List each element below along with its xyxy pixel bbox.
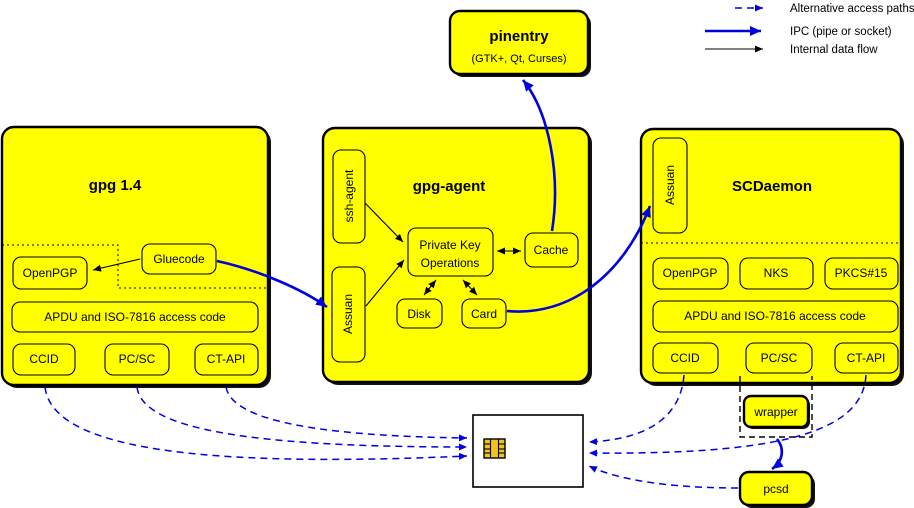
scdaemon-ccid-rect — [652, 342, 719, 374]
gpg-agent-title: gpg-agent — [413, 178, 486, 195]
ipc-connections — [216, 79, 784, 471]
gpg14-box: gpg 1.4 OpenPGP Gluecode APDU and ISO-78… — [0, 125, 271, 388]
wrapper-label: wrapper — [753, 405, 797, 419]
alt-scdaemon-ctapi-to-card — [588, 374, 867, 457]
gpg14-openpgp-rect — [12, 256, 88, 290]
gpg-agent-private-key-rect — [407, 227, 494, 277]
gpg14-ctapi-rect — [194, 343, 259, 376]
gpg-agent-disk-label: Disk — [407, 307, 431, 321]
alt-pcsd-to-card — [588, 465, 739, 489]
gpg-agent-private-key-line1: Private Key — [419, 238, 480, 252]
ipc-cache-to-pinentry — [521, 79, 557, 232]
gpg-agent-cache-label: Cache — [534, 243, 569, 257]
scdaemon-pcsc-rect — [745, 342, 813, 374]
smartcard — [472, 414, 584, 488]
pinentry-rect — [448, 9, 590, 76]
wrapper-box: wrapper — [739, 376, 813, 438]
gpg-agent-sshagent-label: ssh-agent — [342, 169, 356, 222]
gpg14-apdu-rect — [11, 301, 259, 333]
scdaemon-pkcs15-label: PKCS#15 — [835, 266, 888, 280]
scdaemon-apdu-label: APDU and ISO-7816 access code — [684, 309, 866, 323]
ipc-card-to-scdaemon-assuan — [506, 205, 652, 313]
scdaemon-assuan-rect — [652, 137, 688, 234]
gpg14-ccid-rect — [12, 343, 76, 376]
gpg-agent-box: gpg-agent ssh-agent Assuan Private Key O… — [321, 126, 592, 385]
pinentry-title: pinentry — [489, 28, 549, 45]
legend: Alternative access paths IPC (pipe or so… — [705, 3, 914, 56]
scdaemon-ctapi-label: CT-API — [847, 351, 886, 365]
alt-scdaemon-ccid-to-card — [588, 374, 685, 446]
gpg14-ccid-label: CCID — [29, 352, 59, 366]
arrow-sshagent-to-privatekey — [364, 202, 404, 243]
pinentry-box: pinentry (GTK+, Qt, Curses) — [448, 9, 591, 77]
gpg-agent-assuan-rect — [331, 266, 366, 363]
gpg14-gluecode-label: Gluecode — [153, 252, 205, 266]
gpg-agent-private-key-line2: Operations — [421, 256, 480, 270]
alt-gpg14-pcsc-to-card — [136, 386, 468, 451]
arrow-assuan-to-privatekey — [365, 259, 405, 307]
ipc-gluecode-to-agent-assuan — [216, 259, 328, 309]
pinentry-subtitle: (GTK+, Qt, Curses) — [471, 53, 566, 65]
scdaemon-openpgp-rect — [652, 257, 729, 290]
legend-alt-paths-label: Alternative access paths — [790, 3, 914, 15]
gpg14-pcsc-label: PC/SC — [119, 352, 156, 366]
alt-gpg14-ccid-to-card — [44, 386, 468, 461]
scdaemon-nks-label: NKS — [764, 266, 789, 280]
gpg14-openpgp-label: OpenPGP — [23, 266, 78, 280]
arrow-gluecode-to-openpgp — [92, 258, 141, 272]
gpg-agent-assuan-label: Assuan — [341, 294, 355, 334]
scdaemon-openpgp-label: OpenPGP — [663, 266, 718, 280]
pcsd-box: pcsd — [738, 470, 815, 508]
scdaemon-assuan-label: Assuan — [663, 165, 677, 205]
gpg14-apdu-label: APDU and ISO-7816 access code — [44, 310, 226, 324]
arrow-privatekey-card — [462, 279, 478, 296]
gpg-agent-cache-rect — [524, 232, 579, 268]
scdaemon-title: SCDaemon — [732, 178, 812, 195]
alt-gpg14-ctapi-to-card — [225, 386, 468, 442]
wrapper-dashed-outline — [739, 376, 813, 438]
wrapper-rect — [742, 394, 810, 429]
gpg-agent-card-label: Card — [471, 307, 497, 321]
alternative-access-paths — [44, 374, 867, 489]
ipc-wrapper-to-pcsd — [771, 438, 784, 471]
gpg14-ctapi-label: CT-API — [207, 352, 246, 366]
pcsd-label: pcsd — [763, 482, 788, 496]
gpg-agent-card-rect — [461, 298, 507, 329]
gpg-agent-disk-rect — [396, 298, 443, 329]
pcsd-rect — [738, 470, 814, 507]
smartcard-chip-icon — [483, 438, 506, 459]
arrow-privatekey-disk — [423, 279, 437, 296]
gpg14-pcsc-rect — [104, 343, 170, 376]
gpg14-title: gpg 1.4 — [89, 177, 142, 194]
gpg-agent-sshagent-rect — [332, 149, 366, 244]
scdaemon-pkcs15-rect — [824, 257, 899, 290]
scdaemon-pcsc-label: PC/SC — [761, 351, 798, 365]
scdaemon-nks-rect — [739, 257, 814, 290]
legend-dataflow-label: Internal data flow — [790, 44, 878, 56]
gpg14-gluecode-rect — [141, 243, 217, 275]
scdaemon-ccid-label: CCID — [670, 351, 700, 365]
scdaemon-ctapi-rect — [834, 342, 899, 374]
scdaemon-box: SCDaemon Assuan OpenPGP NKS PKCS#15 APDU… — [639, 127, 904, 386]
legend-ipc-label: IPC (pipe or socket) — [790, 26, 892, 38]
scdaemon-apdu-rect — [652, 300, 899, 333]
